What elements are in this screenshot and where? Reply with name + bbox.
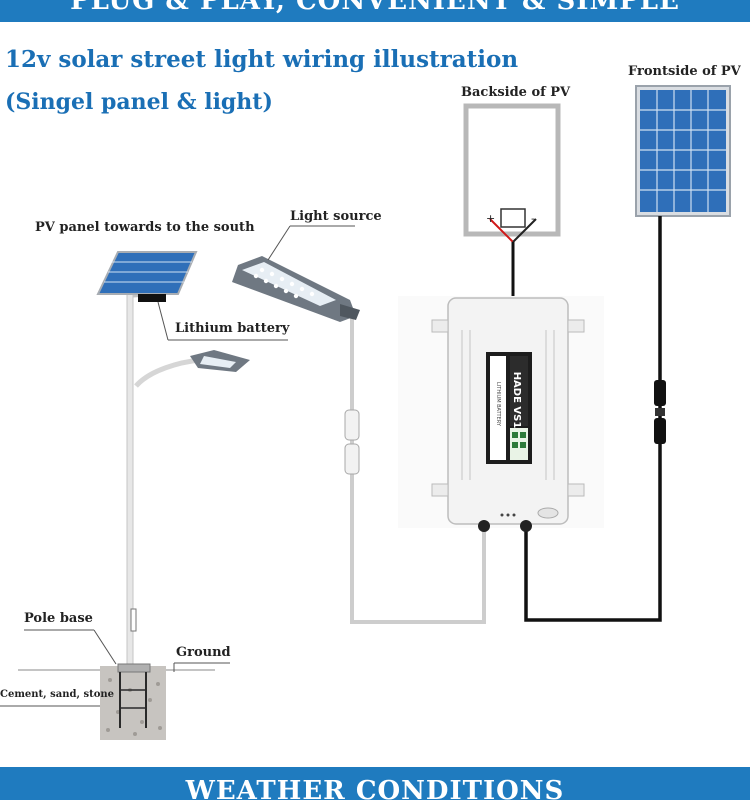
pole-lamp [190,350,250,372]
top-banner: PLUG & PLAY, CONVENIENT & SIMPLE [0,0,750,22]
battery-box: HADE VS1 LITHIUM BATTERY [398,296,604,532]
label-ground: Ground [176,645,231,660]
label-light-source: Light source [290,209,382,224]
pv-panel-front [635,85,731,217]
pv-panel-back: + - [463,103,561,298]
bottom-banner: WEATHER CONDITIONS [0,767,750,800]
light-source-fixture [232,256,360,322]
svg-text:+: + [486,212,495,225]
battery-sublabel: LITHIUM BATTERY [495,382,501,427]
bottom-banner-text: WEATHER CONDITIONS [185,776,565,800]
label-cement: Cement, sand, stone [0,689,115,700]
label-frontside-pv: Frontside of PV [628,64,741,79]
pole-lithium-battery [138,294,166,302]
top-banner-text: PLUG & PLAY, CONVENIENT & SIMPLE [70,0,680,16]
pv-cable [524,216,666,622]
label-backside-pv: Backside of PV [461,85,571,100]
leader-lines [0,225,355,707]
diagram-title: 12v solar street light wiring illustrati… [5,46,519,73]
label-pv-south: PV panel towards to the south [35,220,255,235]
svg-text:-: - [531,212,535,225]
label-lithium-battery: Lithium battery [175,321,290,336]
label-pole-base: Pole base [24,611,93,626]
foundation [18,663,215,740]
battery-label: HADE VS1 [511,372,522,429]
light-cable [344,315,486,624]
street-light-pole [126,291,201,665]
diagram-subtitle: (Singel panel & light) [5,89,273,115]
pole-solar-panel [96,251,198,295]
